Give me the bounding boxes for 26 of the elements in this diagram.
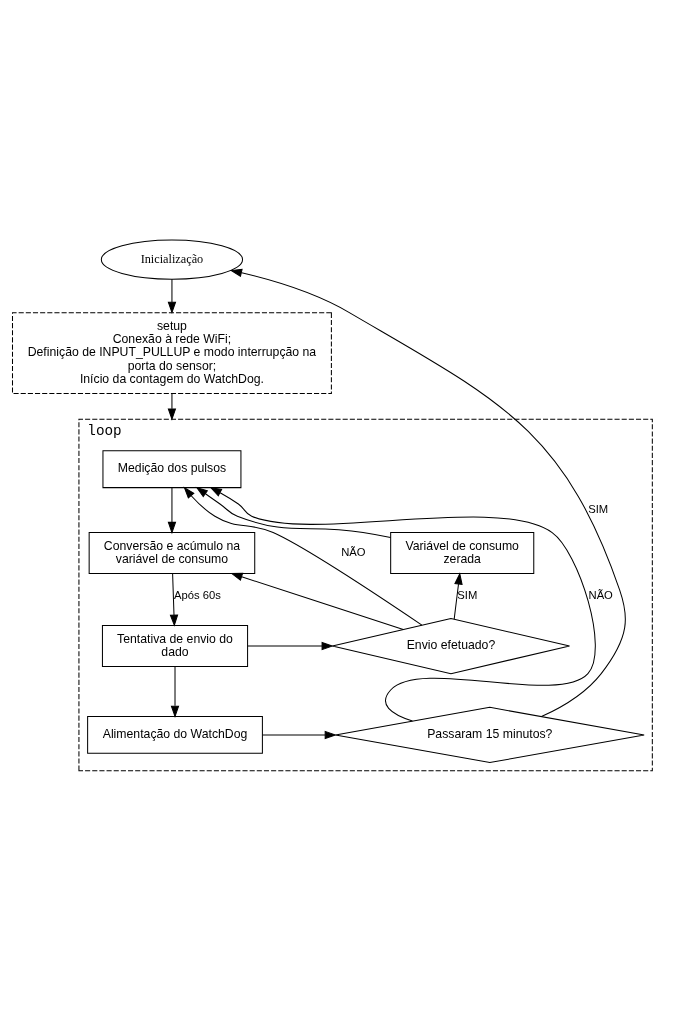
arrow: [262, 730, 337, 739]
node-box: Medição dos pulsos: [102, 449, 242, 488]
node-diamond: Envio efetuado?: [331, 617, 571, 674]
edge-label: SIM: [588, 502, 609, 515]
node-box: Alimentação do WatchDog: [87, 715, 263, 754]
edge-label: NÃO: [588, 588, 613, 601]
edge-label: Após 60s: [174, 588, 221, 601]
node-box: Tentativa de envio do dado: [101, 624, 249, 667]
node-box: Variável de consumo zerada: [390, 531, 535, 574]
arrow: [209, 486, 596, 722]
arrow: [183, 486, 423, 626]
arrow: [230, 572, 404, 630]
edge-label: NÃO: [341, 545, 366, 558]
arrow: [167, 487, 177, 534]
node-box: setup Conexão à rede WiFi; Definição de INPUT_PULLUP e modo interrupção na porta do sensor; Início da contagem do WatchDog.: [12, 311, 332, 394]
arrow: [247, 641, 334, 650]
arrow: [170, 665, 180, 718]
node-box: Conversão e acúmulo na variável de consumo: [88, 531, 256, 574]
edge-label: SIM: [457, 588, 478, 601]
arrow: [195, 486, 392, 538]
arrow: [167, 278, 177, 314]
arrow: [453, 571, 463, 620]
node-diamond: Passaram 15 minutos?: [334, 706, 645, 763]
arrow: [169, 572, 179, 627]
arrow: [229, 268, 626, 717]
arrow: [167, 392, 177, 421]
